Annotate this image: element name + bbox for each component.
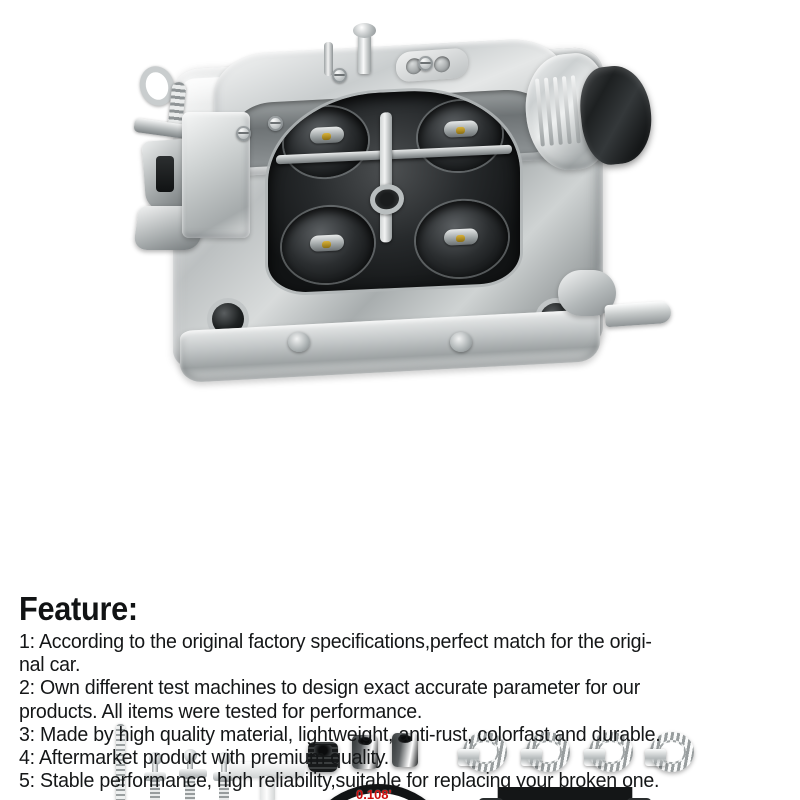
jet-size-label-0108: 0.108' [356, 787, 392, 800]
feature-line: 4: Aftermarket product with premium qual… [19, 746, 389, 770]
threaded-rod [116, 724, 125, 800]
feature-line: 5: Stable performance, high reliability,… [19, 769, 660, 793]
product-photo-area: 0.108' 0.11' 0.115' 0.117' [0, 0, 800, 590]
base-boss-right [450, 332, 472, 352]
adjustment-screw [418, 56, 433, 71]
vent-tube [324, 42, 333, 76]
booster-nozzle [456, 126, 465, 135]
booster-nozzle [456, 234, 465, 243]
throttle-bore-cavity [268, 86, 520, 294]
fuel-inlet-nipple [604, 300, 672, 328]
hose-clamp [458, 732, 507, 772]
rubber-tube [352, 735, 378, 769]
hose-clamp [645, 732, 694, 772]
throttle-linkage [124, 56, 210, 256]
base-boss-left [288, 332, 310, 352]
feature-line: 2: Own different test machines to design… [19, 676, 640, 700]
feature-line: nal car. [19, 653, 81, 677]
feature-line: 3: Made by high quality material, lightw… [19, 722, 661, 746]
hose-clamp [584, 732, 633, 772]
center-linkage-post [380, 112, 392, 243]
carburetor-assembly [118, 20, 678, 384]
rubber-tube [392, 733, 418, 767]
feature-lines: 1: According to the original factory spe… [19, 630, 785, 792]
adjustment-screw [332, 68, 347, 83]
mounting-gasket [466, 787, 664, 800]
ball-stud [213, 752, 235, 800]
feature-line: 1: According to the original factory spe… [19, 630, 652, 653]
center-vacuum-port [370, 183, 404, 216]
choke-cooling-fins [534, 75, 587, 149]
air-cleaner-stud [353, 23, 376, 74]
feature-line: products. All items were tested for perf… [19, 699, 423, 723]
ball-stud [144, 752, 166, 800]
plastic-t-fitting [230, 756, 304, 800]
feature-section: Feature: 1: According to the original fa… [19, 590, 785, 793]
adjustment-screw [268, 116, 283, 131]
pipe-plug [308, 742, 338, 772]
adjustment-screw [236, 126, 251, 141]
linkage-dark-insert [156, 156, 174, 192]
feature-heading: Feature: [19, 590, 138, 627]
hose-clamp [521, 732, 570, 772]
ball-stud [179, 749, 207, 800]
booster-nozzle [322, 132, 331, 141]
included-parts-group: 0.108' 0.11' 0.115' 0.117' [0, 360, 800, 800]
booster-nozzle [322, 240, 331, 249]
mounting-hole [434, 55, 450, 73]
